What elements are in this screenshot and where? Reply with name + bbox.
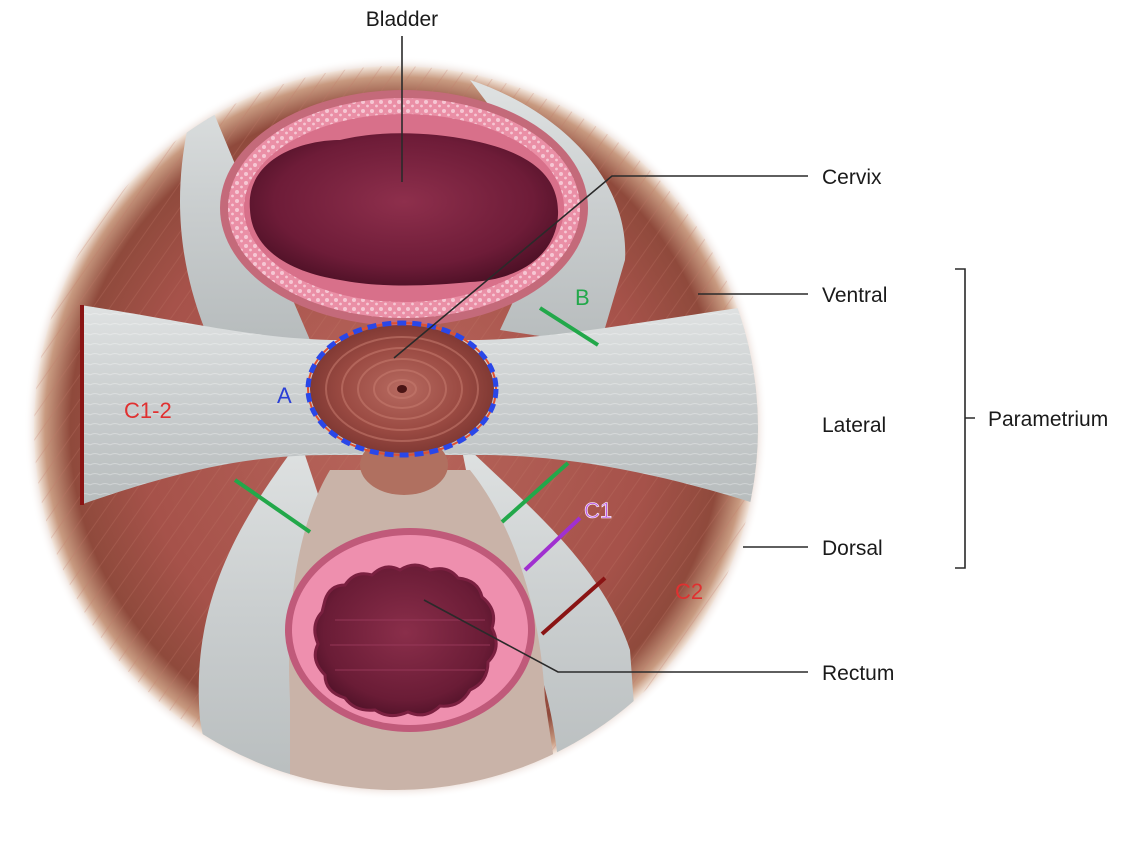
marker-b: B: [575, 285, 590, 310]
marker-c2: C2: [675, 579, 703, 604]
marker-a: A: [277, 383, 292, 408]
label-dorsal: Dorsal: [822, 537, 883, 560]
rectum-lumen: [315, 565, 496, 716]
marker-c1: C1: [584, 498, 612, 523]
label-cervix: Cervix: [822, 166, 882, 189]
parametrium-bracket: [955, 269, 975, 568]
bladder: [220, 90, 588, 326]
label-parametrium: Parametrium: [988, 408, 1108, 431]
label-lateral: Lateral: [822, 414, 886, 437]
label-ventral: Ventral: [822, 284, 887, 307]
marker-c12: C1-2: [124, 398, 172, 423]
label-rectum: Rectum: [822, 662, 894, 685]
rectum: [285, 528, 535, 732]
bladder-lumen: [250, 133, 558, 285]
label-bladder: Bladder: [366, 8, 438, 31]
